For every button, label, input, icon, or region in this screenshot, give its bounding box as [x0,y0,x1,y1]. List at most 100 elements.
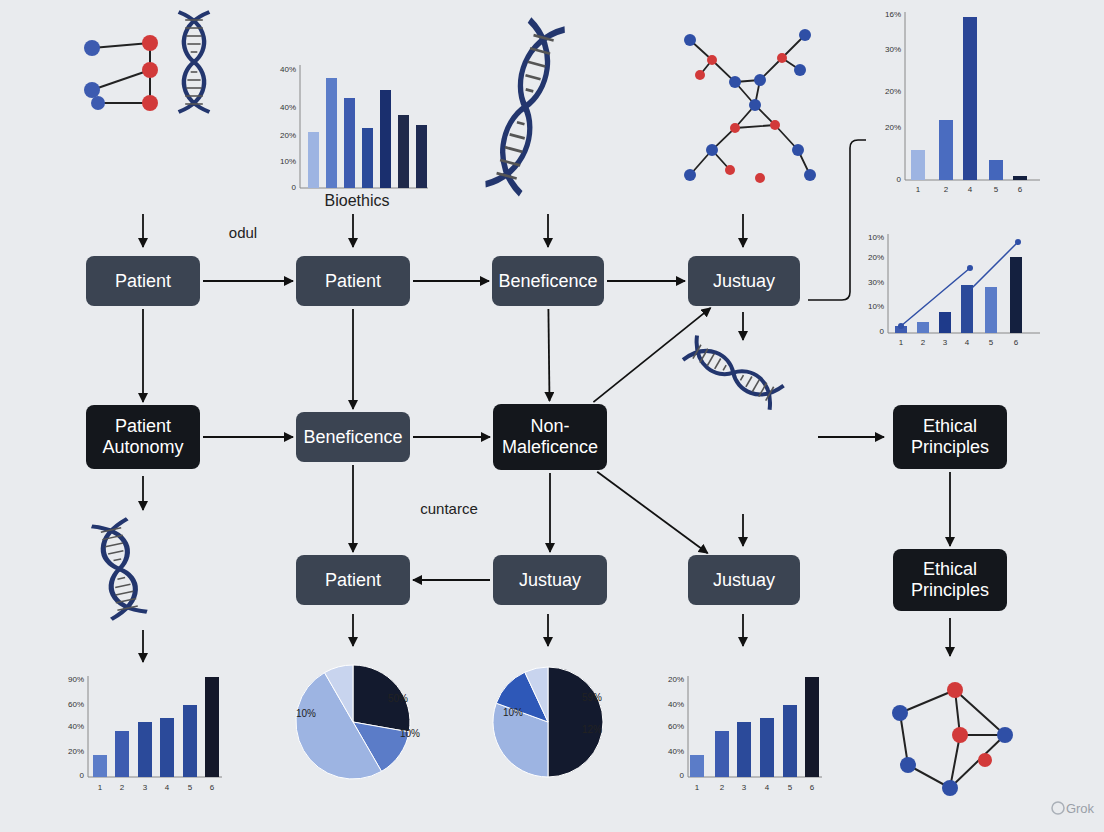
illustration-g [92,43,150,103]
process-box: Justuay [688,256,800,306]
illustration-rect [737,722,751,777]
illustration-line [742,614,744,646]
axis-label: 0 [680,772,684,780]
node-text: Patient Autonomy [94,416,192,457]
illustration-g [690,35,810,175]
flow-arrow [413,579,490,581]
axis-label: 5 [989,339,993,347]
illustration-line [688,777,822,778]
axis-label: 6 [210,784,214,792]
illustration-circle [978,753,992,767]
flow-arrow [413,436,490,438]
illustration-rect [326,78,337,188]
illustration-circle [947,682,963,698]
axis-label: 10% [868,234,884,242]
node-text: Ethical Principles [901,416,999,457]
illustration-line [92,43,150,48]
axis-label: 6 [1018,186,1022,194]
flow-arrow [203,436,293,438]
illustration-circle [755,173,765,183]
principle-box: Non-Maleficence [493,404,607,470]
illustration-rect [760,718,774,777]
illustration-rect [344,98,355,188]
flow-arrow [413,280,489,282]
illustration-circle [754,74,766,86]
principle-box: Patient Autonomy [86,405,200,469]
axis-label: 60% [668,723,684,731]
pie-slice [548,667,603,777]
process-box: Patient [296,555,410,605]
illustration-rect [308,132,319,188]
illustration-rect [362,128,373,188]
node-text: Justuay [713,271,775,292]
illustration-path [808,140,866,300]
illustration-rect [380,90,391,188]
illustration-circle [997,727,1013,743]
illustration-line [142,630,144,662]
illustration-circle [729,76,741,88]
illustration-circle [684,34,696,46]
axis-label: 40% [280,104,296,112]
illustration-g [947,682,992,767]
illustration-rect [805,677,819,777]
axis-label: 50% [388,694,408,704]
axis-label: 20% [68,748,84,756]
axis-label: 3 [742,784,746,792]
node-text: Patient [115,271,171,292]
illustration-circle [142,95,158,111]
principle-box: Ethical Principles [893,549,1007,611]
illustration-rect [939,120,953,180]
process-box: Justuay [688,555,800,605]
axis-label: 4 [968,186,972,194]
axis-label: 10% [296,709,316,719]
illustration-circle [892,705,908,721]
illustration-circle [1015,239,1021,245]
illustration-circle [706,144,718,156]
illustration-circle [142,62,158,78]
illustration-circle [794,64,806,76]
axis-label: 0 [880,328,884,336]
axis-label: 40% [668,748,684,756]
illustration-line [888,234,889,333]
illustration-use [486,20,565,194]
illustration-line [92,70,150,90]
flow-arrow [949,472,951,546]
illustration-circle [1052,802,1064,814]
illustration-g [695,53,787,183]
illustration-circle [84,40,100,56]
flow-arrow [203,280,293,282]
axis-label: 20% [885,88,901,96]
illustration-line [818,436,884,438]
axis-label: 4 [965,339,969,347]
axis-label: 20% [280,132,296,140]
axis-label: 2 [720,784,724,792]
illustration-line [547,214,549,247]
axis-label: 10% [400,729,420,739]
axis-label: 5 [788,784,792,792]
axis-label: 40% [68,723,84,731]
illustration-rect [1013,176,1027,180]
process-box: Justuay [493,555,607,605]
illustration-use [92,519,147,619]
illustration-rect [398,115,409,188]
illustration-g [888,234,1040,333]
illustration-line [742,514,744,546]
axis-label: 1 [899,339,903,347]
illustration-g [296,665,603,779]
illustration-rect [939,312,951,333]
watermark: Grok [1066,802,1094,815]
node-text: Patient [325,570,381,591]
illustration-circle [684,169,696,181]
illustration-circle [804,169,816,181]
axis-label: 3 [943,339,947,347]
illustration-circle [900,757,916,773]
axis-label: 30% [868,279,884,287]
illustration-rect [115,731,129,777]
illustration-rect [783,705,797,777]
node-text: Beneficence [498,271,597,292]
node-text: Justuay [713,570,775,591]
illustration-rect [93,755,107,777]
axis-label: 10% [280,158,296,166]
